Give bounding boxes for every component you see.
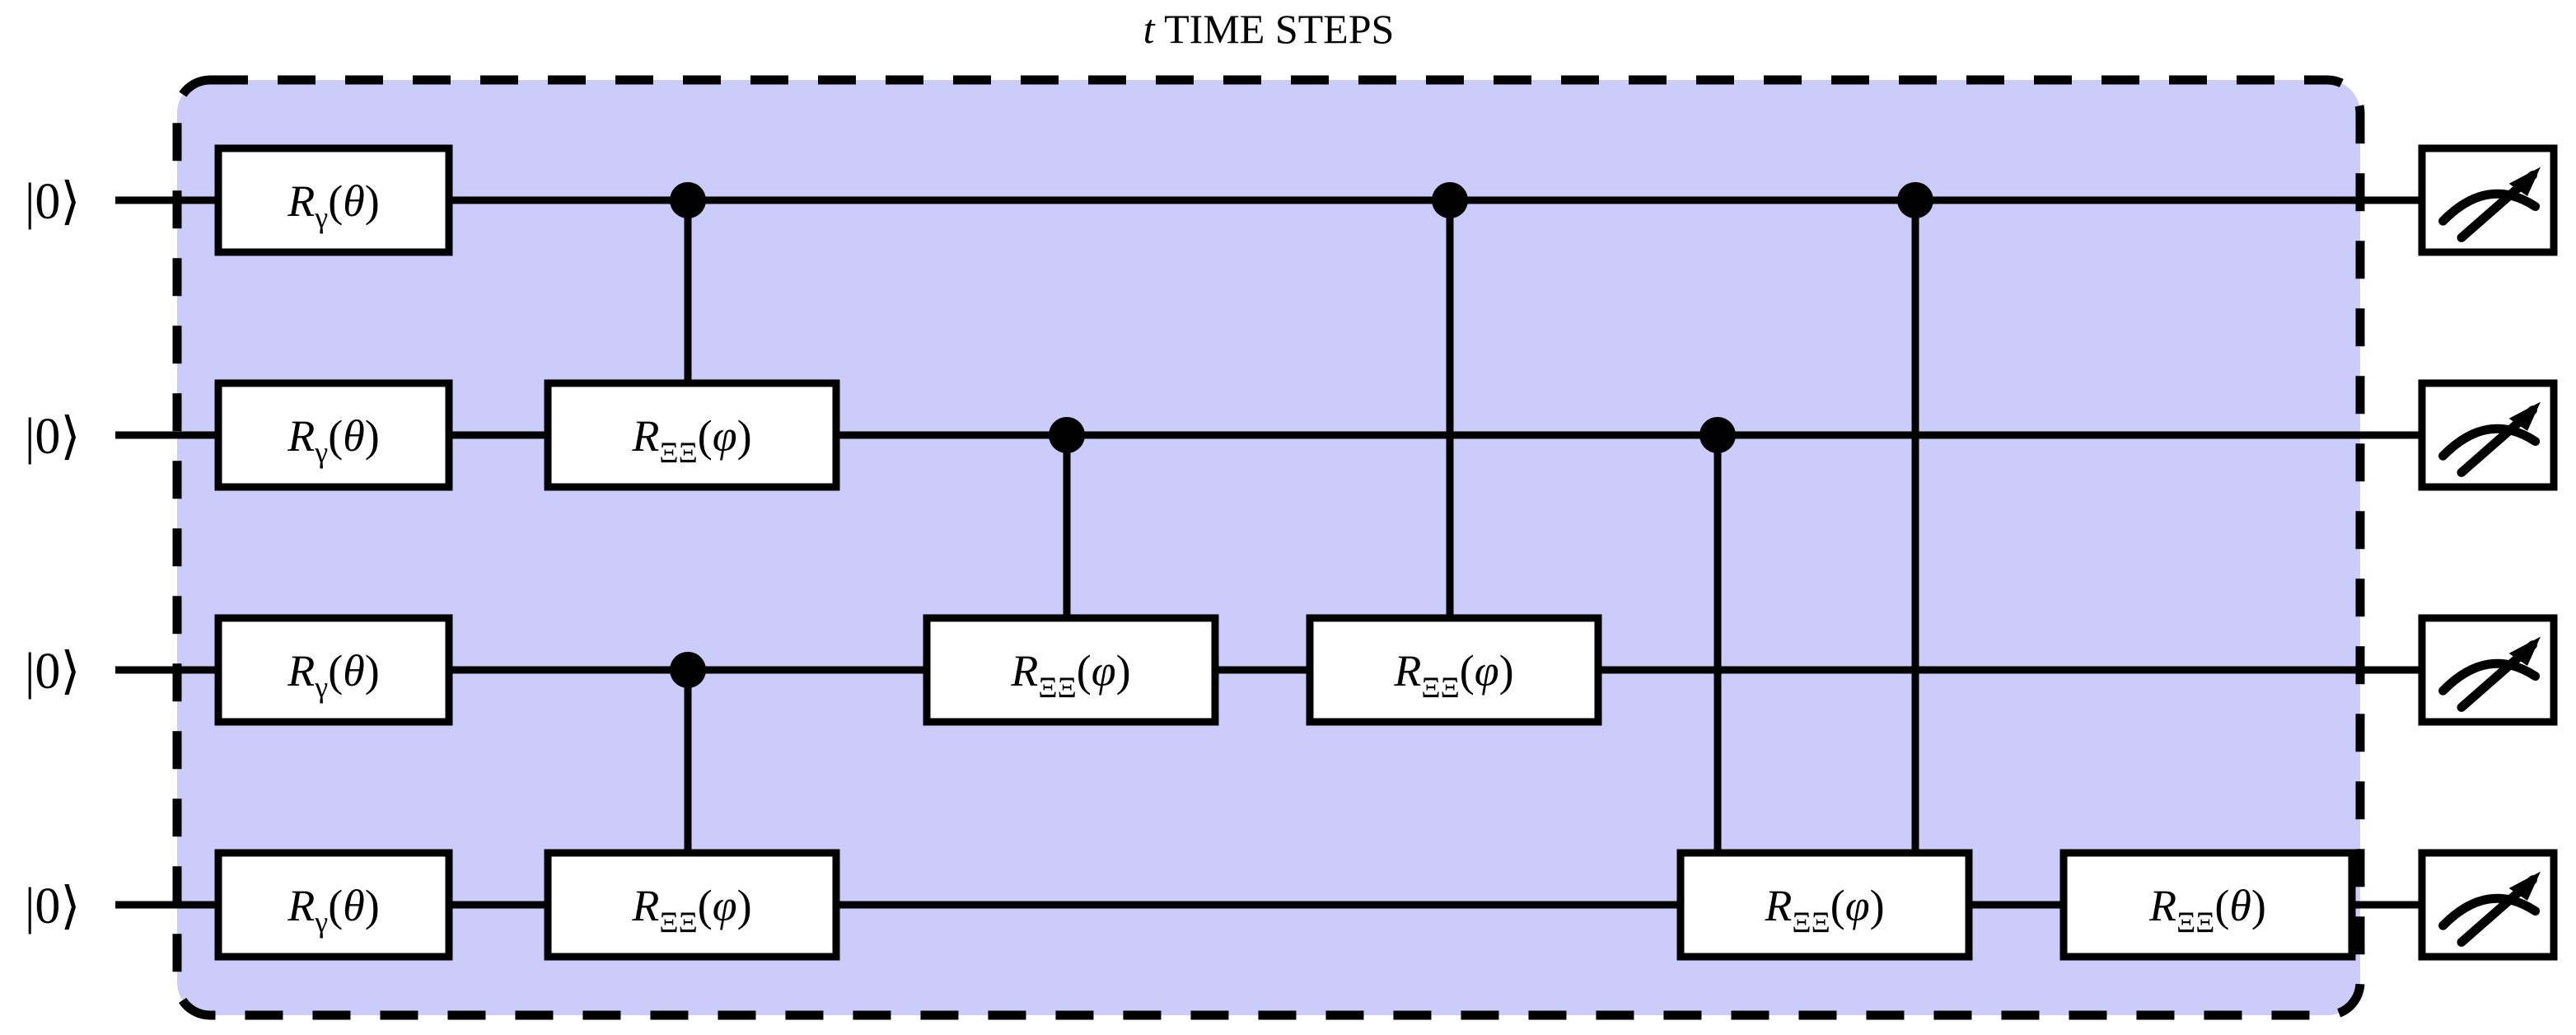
two-qubit-gate-op1[interactable]: [544, 379, 840, 491]
gate-label-op2: RΞΞ(φ): [631, 881, 751, 939]
control-dot-op6[interactable]: [1897, 182, 1933, 218]
gate-label-rg-q2: Rγ(θ): [287, 646, 379, 704]
meter-arc: [2438, 658, 2541, 695]
gate-label-op3: RΞΞ(φ): [1010, 646, 1130, 704]
gate-label-op5: RΞΞ(φ): [1764, 881, 1884, 939]
ket-label-q1: |0⟩: [25, 409, 81, 465]
meter-arrowhead: [2508, 636, 2541, 666]
gate-label-op4: RΞΞ(φ): [1393, 646, 1513, 704]
two-qubit-gate-op5[interactable]: [1676, 849, 1973, 961]
ket-label-q3: |0⟩: [25, 878, 81, 934]
rotation-gate-rg-q3[interactable]: [214, 849, 453, 961]
measurement-box-q0[interactable]: [2418, 144, 2558, 256]
measurement-box-q2[interactable]: [2418, 614, 2558, 726]
meter-arc: [2438, 424, 2541, 461]
meter-arrowhead: [2508, 166, 2541, 196]
two-qubit-gate-op3[interactable]: [923, 614, 1219, 726]
meter-arrowhead: [2508, 871, 2541, 901]
two-qubit-gate-op2[interactable]: [544, 849, 840, 961]
gate-label-rg-q0: Rγ(θ): [287, 176, 379, 234]
gate-label-op6: RΞΞ(θ): [2148, 881, 2266, 939]
gate-label-rg-q3: Rγ(θ): [287, 881, 379, 939]
control-dot-op1[interactable]: [670, 182, 706, 218]
meter-icon: [2438, 636, 2541, 712]
control-dot-op4[interactable]: [1432, 182, 1468, 218]
two-qubit-gate-op4[interactable]: [1306, 614, 1602, 726]
rotation-gate-rg-q2[interactable]: [214, 614, 453, 726]
meter-arc: [2438, 189, 2541, 226]
meter-arc: [2438, 893, 2541, 930]
ket-label-q2: |0⟩: [25, 644, 81, 700]
rotation-gate-rg-q0[interactable]: [214, 144, 453, 256]
two-qubit-gate-op6[interactable]: [2059, 849, 2356, 961]
gate-label-op1: RΞΞ(φ): [631, 411, 751, 469]
control-dot-op5[interactable]: [1699, 417, 1736, 453]
meter-arrowhead: [2508, 401, 2541, 431]
meter-icon: [2438, 166, 2541, 242]
meter-icon: [2438, 871, 2541, 947]
meter-icon: [2438, 401, 2541, 477]
measurement-box-q3[interactable]: [2418, 849, 2558, 961]
measurement-box-q1[interactable]: [2418, 379, 2558, 491]
time-steps-block: [172, 75, 2365, 1020]
rotation-gate-rg-q1[interactable]: [214, 379, 453, 491]
diagram-title: t TIME STEPS: [1143, 6, 1395, 52]
gate-label-rg-q1: Rγ(θ): [287, 411, 379, 469]
control-dot-op3[interactable]: [1049, 417, 1085, 453]
control-dot-op2[interactable]: [670, 652, 706, 688]
ket-label-q0: |0⟩: [25, 174, 81, 230]
